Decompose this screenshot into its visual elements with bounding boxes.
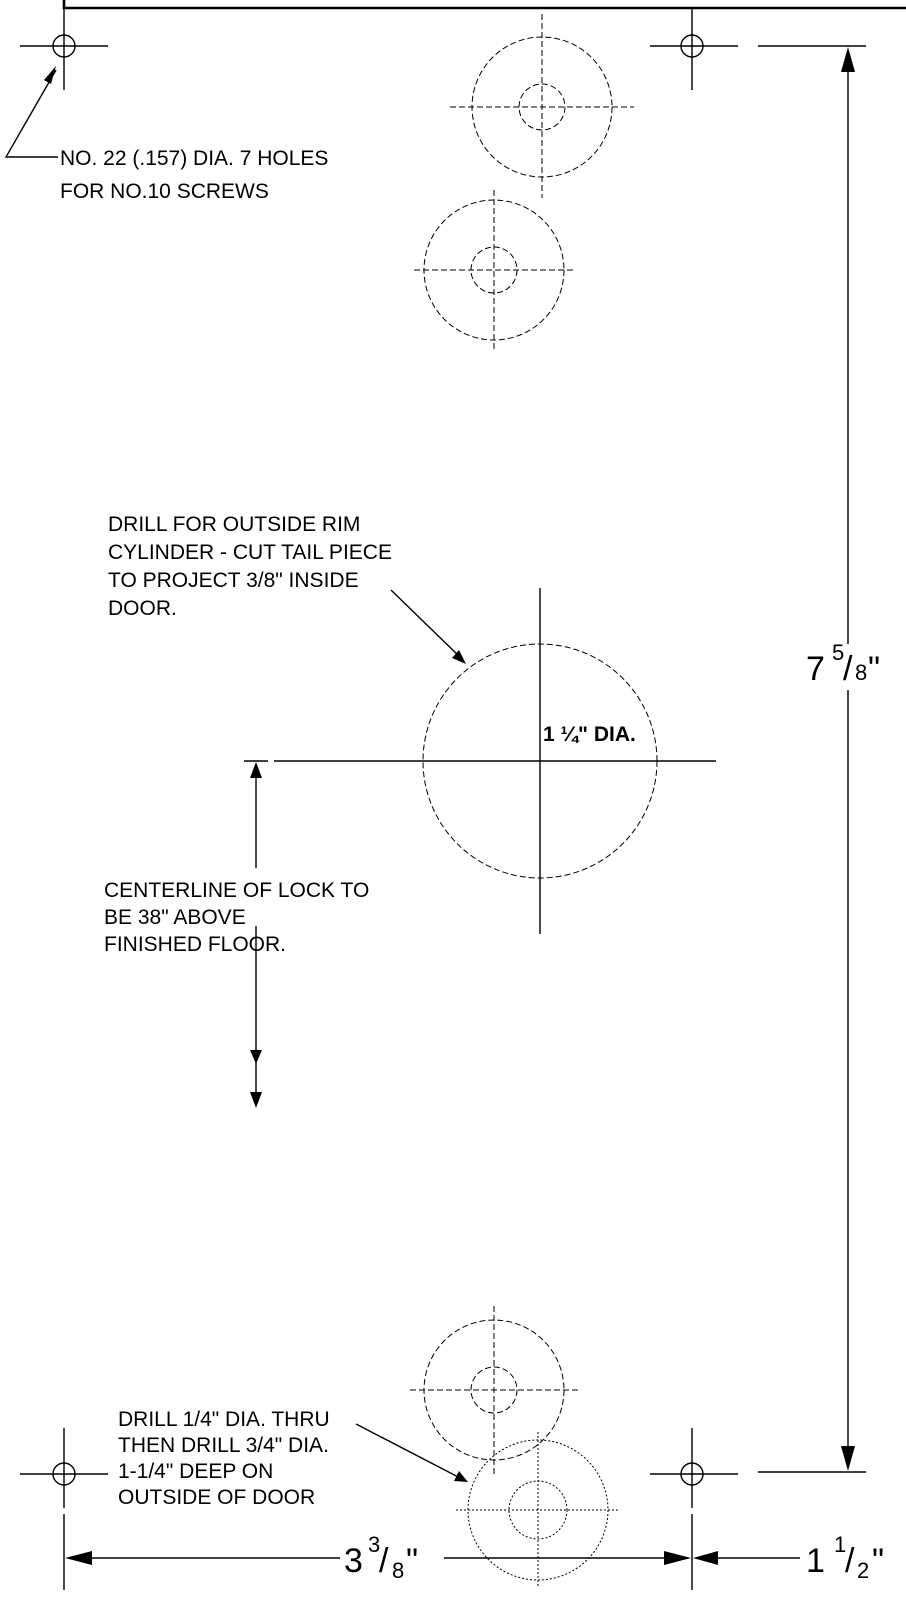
bottom-hole-note-line-3: 1-1/4" DEEP ON: [118, 1460, 273, 1483]
crosshair-top-left: [20, 8, 108, 90]
width-denominator: 8: [392, 1558, 404, 1583]
top-hole-upper: [450, 14, 634, 198]
offset-denominator: 2: [857, 1558, 869, 1583]
bottom-hole-leader: [355, 1423, 468, 1482]
height-dimension-line: [758, 45, 866, 1473]
width-fraction-slash: /: [379, 1542, 389, 1580]
template-border: [62, 0, 906, 10]
cylinder-diameter-label: 1 ¼" DIA.: [543, 723, 636, 746]
bottom-hole-note-line-2: THEN DRILL 3/4" DIA.: [118, 1434, 329, 1457]
offset-fraction-slash: /: [845, 1542, 855, 1580]
rim-cylinder-note-line-1: DRILL FOR OUTSIDE RIM: [108, 513, 360, 536]
offset-numerator: 1: [834, 1532, 846, 1557]
width-dimension-line: [63, 1514, 693, 1590]
height-fraction-slash: /: [843, 650, 853, 688]
crosshair-bottom-left: [20, 1428, 108, 1508]
bottom-hole-lower: [456, 1432, 620, 1588]
height-dimension-label: 7 5 / 8 ": [806, 640, 880, 688]
centerline-arrow: [244, 760, 268, 1108]
bottom-hole-note-line-4: OUTSIDE OF DOOR: [118, 1486, 315, 1509]
top-hole-lower: [414, 190, 574, 350]
rim-cylinder-note-line-2: CYLINDER - CUT TAIL PIECE: [108, 541, 392, 564]
width-whole: 3: [344, 1542, 363, 1580]
rim-cylinder-leader: [390, 589, 466, 664]
crosshair-bottom-right: [650, 1428, 738, 1508]
height-denominator: 8: [855, 660, 867, 685]
width-unit: ": [406, 1542, 418, 1580]
screw-hole-leader: [4, 66, 58, 158]
offset-whole: 1: [806, 1542, 825, 1580]
rim-cylinder-hole: [274, 588, 716, 934]
bottom-hole-note-line-1: DRILL 1/4" DIA. THRU: [118, 1408, 330, 1431]
bottom-hole-upper: [410, 1306, 578, 1474]
height-unit: ": [868, 650, 880, 688]
centerline-note-line-2: BE 38" ABOVE: [104, 906, 246, 929]
height-numerator: 5: [832, 640, 844, 665]
rim-cylinder-note-line-4: DOOR.: [108, 597, 177, 620]
offset-unit: ": [872, 1542, 884, 1580]
rim-cylinder-note-line-3: TO PROJECT 3/8" INSIDE: [108, 569, 359, 592]
offset-dimension-line: [693, 1551, 800, 1565]
centerline-note-line-1: CENTERLINE OF LOCK TO: [104, 879, 369, 902]
centerline-note-line-3: FINISHED FLOOR.: [104, 933, 286, 956]
offset-dimension-label: 1 1 / 2 ": [806, 1532, 884, 1583]
crosshair-top-right: [650, 8, 738, 90]
width-dimension-label: 3 3 / 8 ": [344, 1532, 418, 1583]
screw-hole-note-line-2: FOR NO.10 SCREWS: [60, 180, 269, 203]
screw-hole-note-line-1: NO. 22 (.157) DIA. 7 HOLES: [60, 147, 328, 170]
width-numerator: 3: [368, 1532, 380, 1557]
height-whole: 7: [806, 650, 825, 688]
